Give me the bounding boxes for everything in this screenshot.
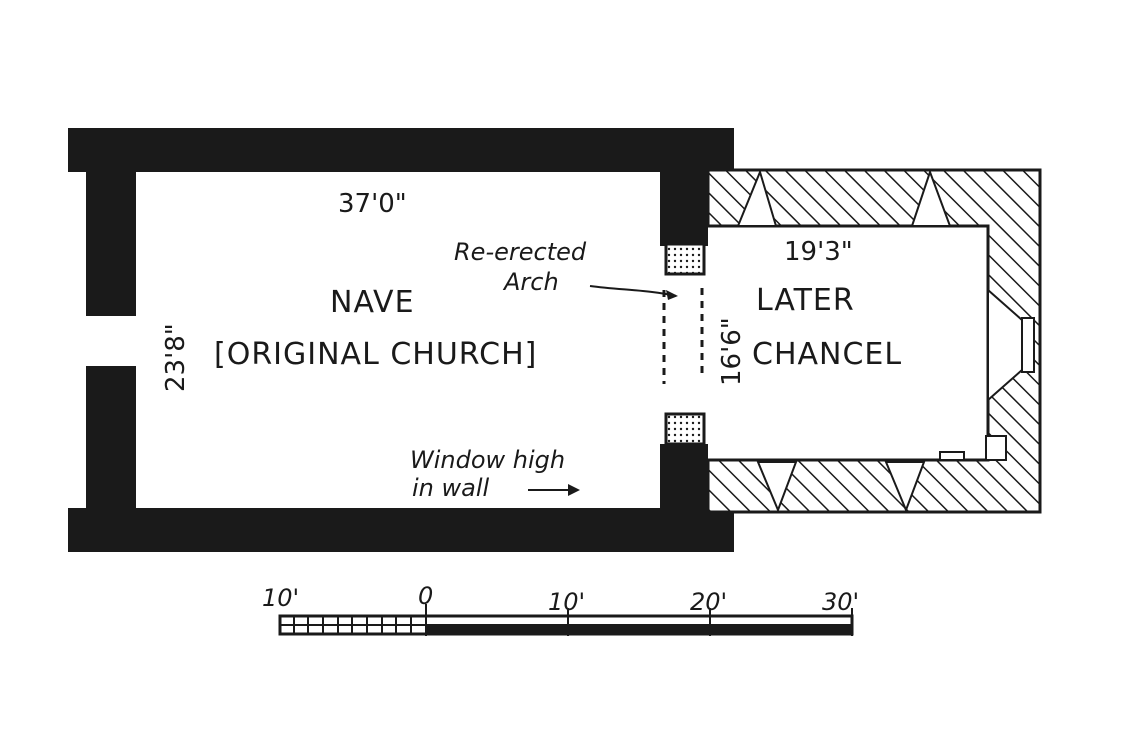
nave-length-label: 37'0" bbox=[338, 189, 407, 219]
scale-bar-lower-fill bbox=[426, 626, 852, 634]
nave-north-wall bbox=[68, 128, 734, 172]
arch-annotation-line2: Arch bbox=[502, 268, 559, 296]
window-annotation-line2: in wall bbox=[412, 474, 490, 502]
chancel-name-line1: LATER bbox=[756, 283, 855, 318]
nave-west-wall-lower bbox=[86, 366, 136, 508]
nave-west-wall-upper bbox=[86, 172, 136, 316]
arch-annotation-line1: Re-erected bbox=[454, 238, 587, 266]
nave-south-wall bbox=[68, 508, 734, 552]
nave-east-wall-lower bbox=[660, 444, 708, 508]
nave-walls bbox=[68, 128, 734, 552]
chancel-south-window-right bbox=[884, 461, 926, 513]
scale-label-0: 0 bbox=[418, 582, 433, 610]
chancel-length-label: 19'3" bbox=[784, 237, 853, 267]
chancel-south-window-left bbox=[756, 461, 798, 513]
chancel-north-window-right bbox=[910, 168, 952, 227]
chancel-step bbox=[939, 451, 965, 461]
arch-jamb-north bbox=[664, 242, 706, 276]
scale-label-10: 10' bbox=[548, 588, 585, 616]
chancel-wall-outline bbox=[706, 168, 1042, 514]
scale-label-30: 30' bbox=[822, 588, 859, 616]
nave-width-label: 23'8" bbox=[161, 323, 191, 392]
nave-subtitle-label: [ORIGINAL CHURCH] bbox=[214, 337, 537, 372]
window-arrow-head bbox=[568, 484, 580, 496]
chancel-width-label: 16'6" bbox=[717, 317, 747, 386]
chancel-north-window-left bbox=[736, 168, 778, 227]
nave-name-label: NAVE bbox=[330, 285, 415, 320]
chancel-east-mullion bbox=[1021, 317, 1035, 373]
chancel-walls bbox=[706, 168, 1042, 514]
scale-label-minus10: 10' bbox=[262, 584, 299, 612]
chancel-name-line2: CHANCEL bbox=[752, 337, 902, 372]
scale-bar-ticks bbox=[293, 604, 853, 636]
arch-jamb-south bbox=[664, 412, 706, 446]
nave-east-wall-upper bbox=[660, 172, 708, 246]
scale-label-20: 20' bbox=[690, 588, 727, 616]
chancel-ledge bbox=[985, 435, 1007, 461]
window-annotation-line1: Window high bbox=[410, 446, 565, 474]
scale-bar: 10' 0 10' 20' 30' bbox=[262, 582, 859, 636]
arch-arrow-head bbox=[666, 290, 678, 300]
